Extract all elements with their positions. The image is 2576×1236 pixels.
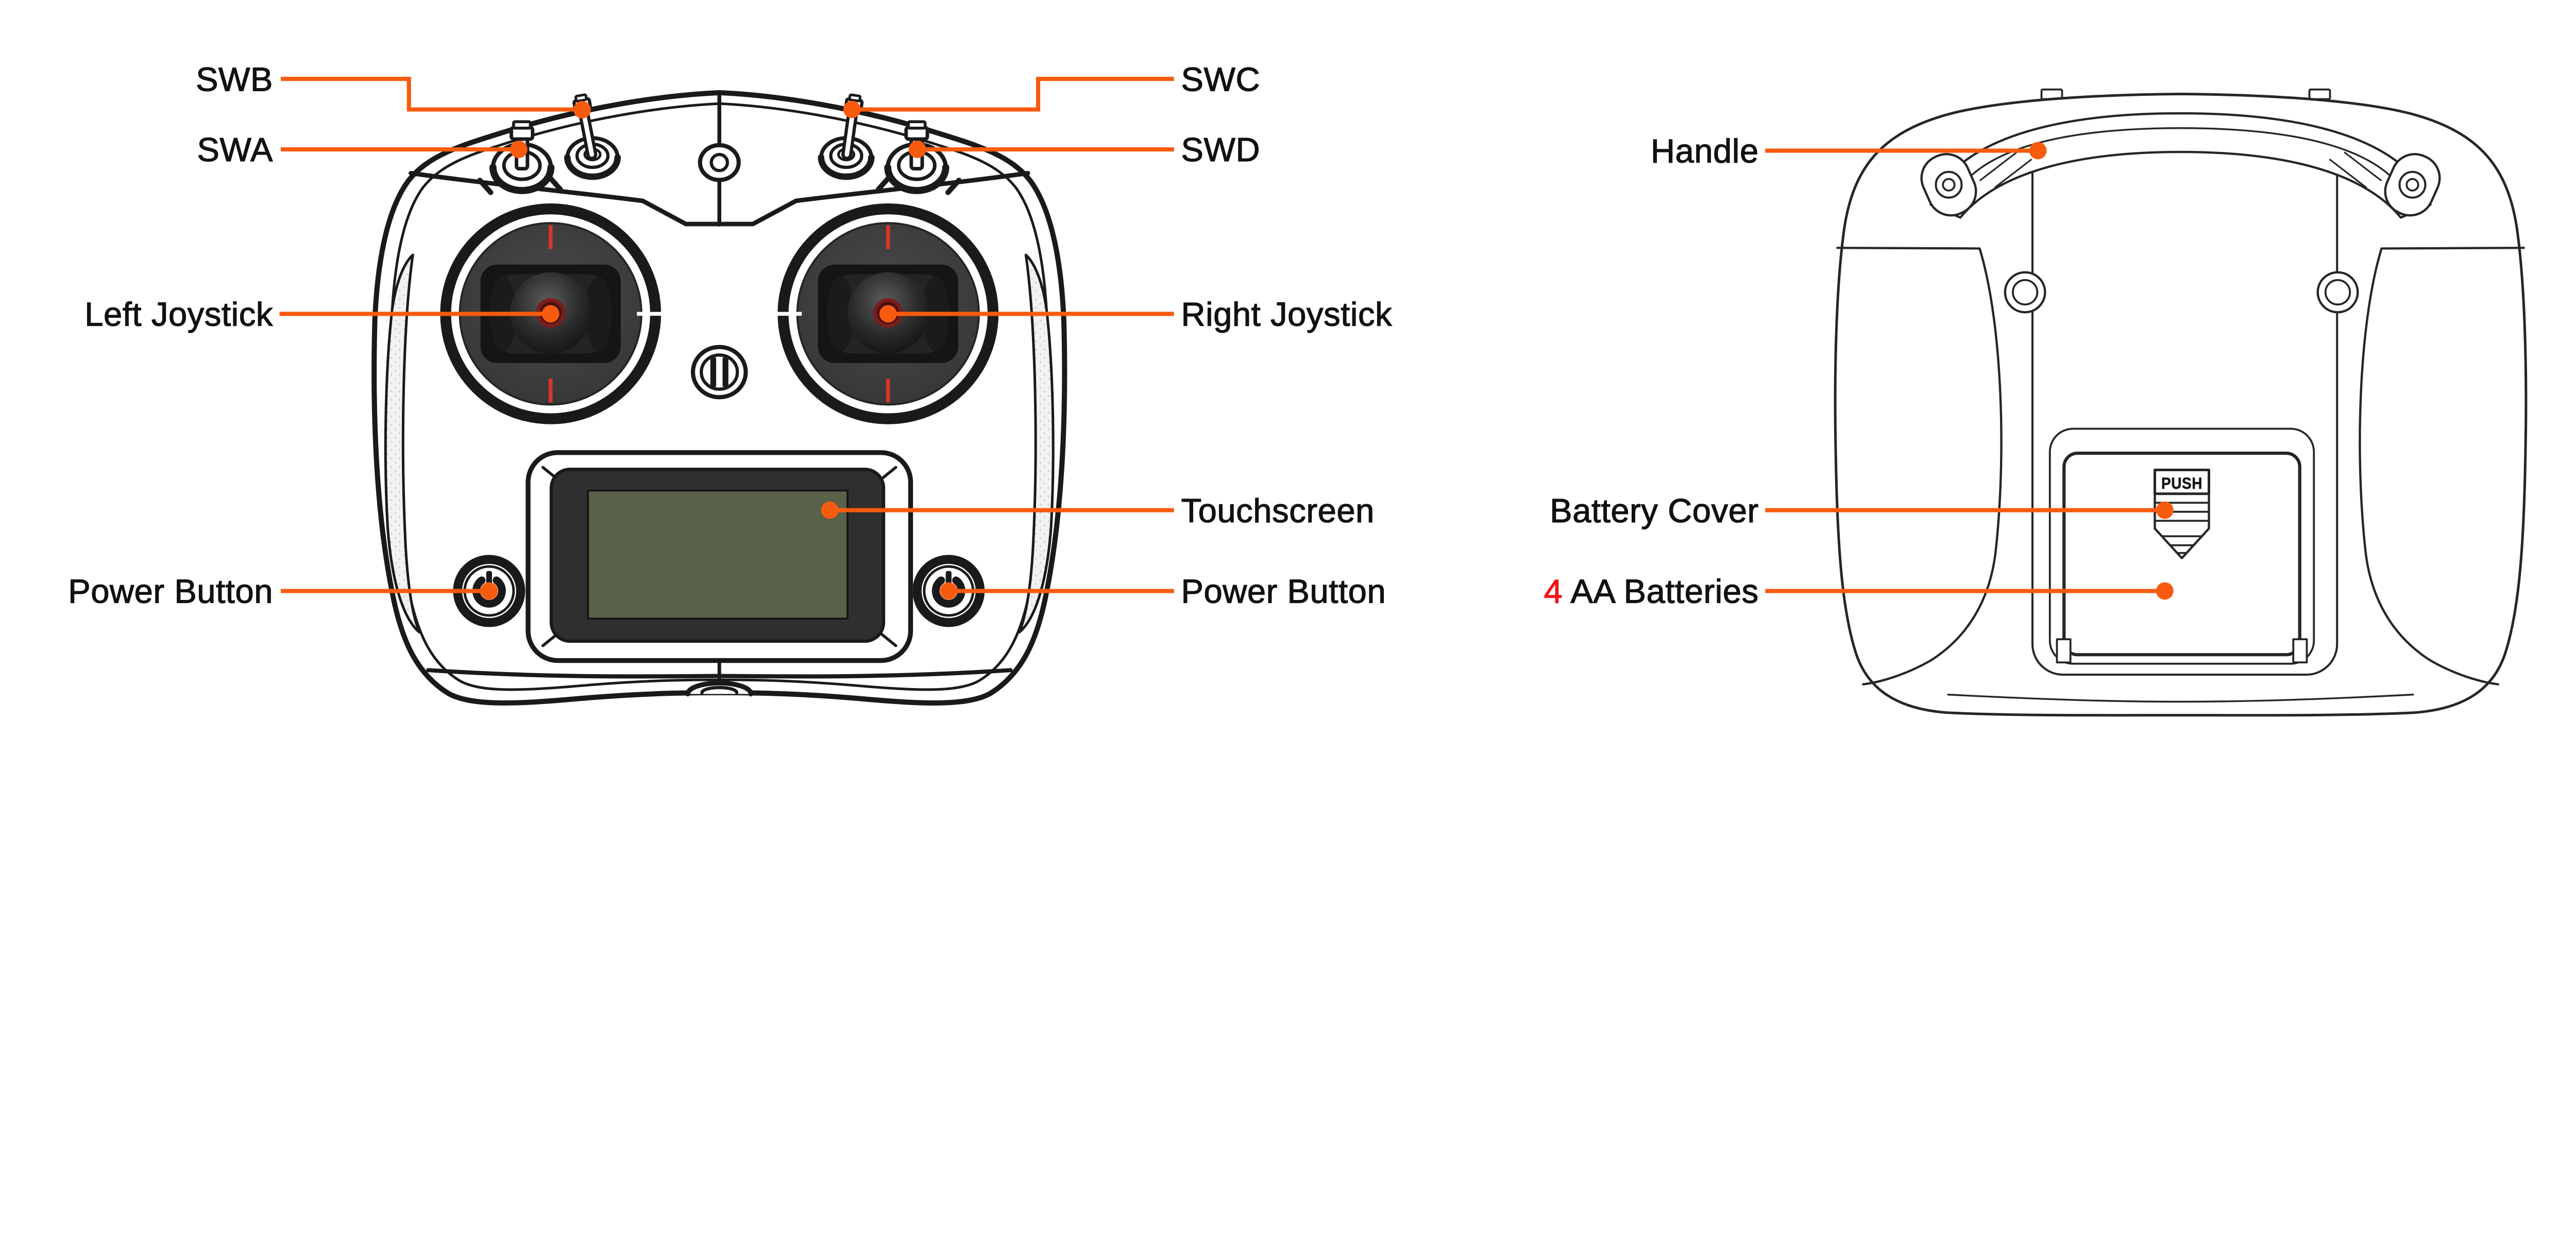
touchscreen-assembly bbox=[526, 450, 913, 663]
power-icon bbox=[472, 576, 506, 608]
label-batteries-text: AA Batteries bbox=[1563, 573, 1758, 610]
dot-swc bbox=[843, 100, 861, 118]
label-left-joystick: Left Joystick bbox=[84, 296, 273, 333]
label-swc: SWC bbox=[1181, 60, 1261, 98]
transmitter-diagram: PUSH SWB SWA Left Joystick Power bbox=[67, 60, 2528, 717]
label-battery-cover: Battery Cover bbox=[1550, 492, 1759, 529]
dot-touchscreen bbox=[821, 501, 839, 519]
power-icon-bar bbox=[945, 571, 952, 586]
switch-swc[interactable] bbox=[818, 93, 875, 180]
label-handle: Handle bbox=[1651, 132, 1759, 170]
dot-swd bbox=[908, 141, 926, 158]
dot-left-joystick bbox=[541, 305, 560, 323]
label-touchscreen: Touchscreen bbox=[1181, 492, 1375, 529]
back-view: PUSH bbox=[1834, 88, 2528, 717]
battery-cover-latch-right bbox=[2292, 638, 2308, 664]
label-swb: SWB bbox=[196, 60, 273, 98]
dot-swb bbox=[573, 101, 591, 118]
handle[interactable] bbox=[1914, 112, 2447, 223]
label-swa: SWA bbox=[197, 131, 273, 168]
right-grip-texture bbox=[1018, 253, 1055, 633]
callout-dots bbox=[480, 100, 2174, 600]
screw-left-icon bbox=[2004, 271, 2046, 314]
back-left-seam bbox=[1836, 247, 2003, 685]
push-label: PUSH bbox=[2161, 474, 2202, 492]
label-right-joystick: Right Joystick bbox=[1181, 296, 1393, 333]
handle-anchor-right bbox=[2384, 153, 2441, 217]
power-icon-bar bbox=[486, 571, 492, 586]
center-trim-emblem bbox=[690, 345, 748, 400]
leader-swb bbox=[281, 77, 582, 112]
power-led-core bbox=[709, 152, 729, 173]
switch-swa[interactable] bbox=[489, 120, 555, 194]
dot-power-right bbox=[940, 582, 958, 600]
back-top-tab-right bbox=[2308, 88, 2331, 100]
bottom-mount-bump-inner bbox=[700, 685, 739, 695]
dot-battery-cover bbox=[2156, 501, 2174, 519]
label-power-button-right: Power Button bbox=[1181, 573, 1386, 610]
dot-right-joystick bbox=[879, 305, 897, 323]
push-latch[interactable]: PUSH bbox=[2154, 469, 2210, 559]
dot-batteries bbox=[2156, 582, 2174, 600]
switch-swd[interactable] bbox=[884, 120, 950, 194]
label-power-button-left: Power Button bbox=[68, 573, 273, 610]
labels: SWB SWA Left Joystick Power Button SWC S… bbox=[68, 60, 1759, 611]
back-right-seam bbox=[2359, 247, 2525, 685]
label-batteries-qty: 4 bbox=[1544, 573, 1563, 610]
dot-handle bbox=[2029, 142, 2047, 160]
label-batteries: 4 AA Batteries bbox=[1544, 573, 1759, 610]
left-grip-texture bbox=[384, 253, 421, 633]
leader-swc bbox=[852, 77, 1174, 112]
power-icon bbox=[931, 576, 965, 608]
screw-right-icon bbox=[2316, 271, 2359, 314]
touchscreen-display[interactable] bbox=[587, 489, 849, 620]
handle-anchor-left bbox=[1920, 153, 1977, 217]
battery-recess bbox=[2048, 427, 2315, 665]
battery-cover-latch-left bbox=[2056, 638, 2072, 664]
label-swd: SWD bbox=[1181, 131, 1261, 168]
dot-power-left bbox=[480, 582, 498, 600]
dot-swa bbox=[510, 141, 528, 158]
callout-lines bbox=[279, 77, 2165, 593]
front-view bbox=[371, 90, 1067, 706]
back-bottom-arc bbox=[1947, 694, 2414, 703]
